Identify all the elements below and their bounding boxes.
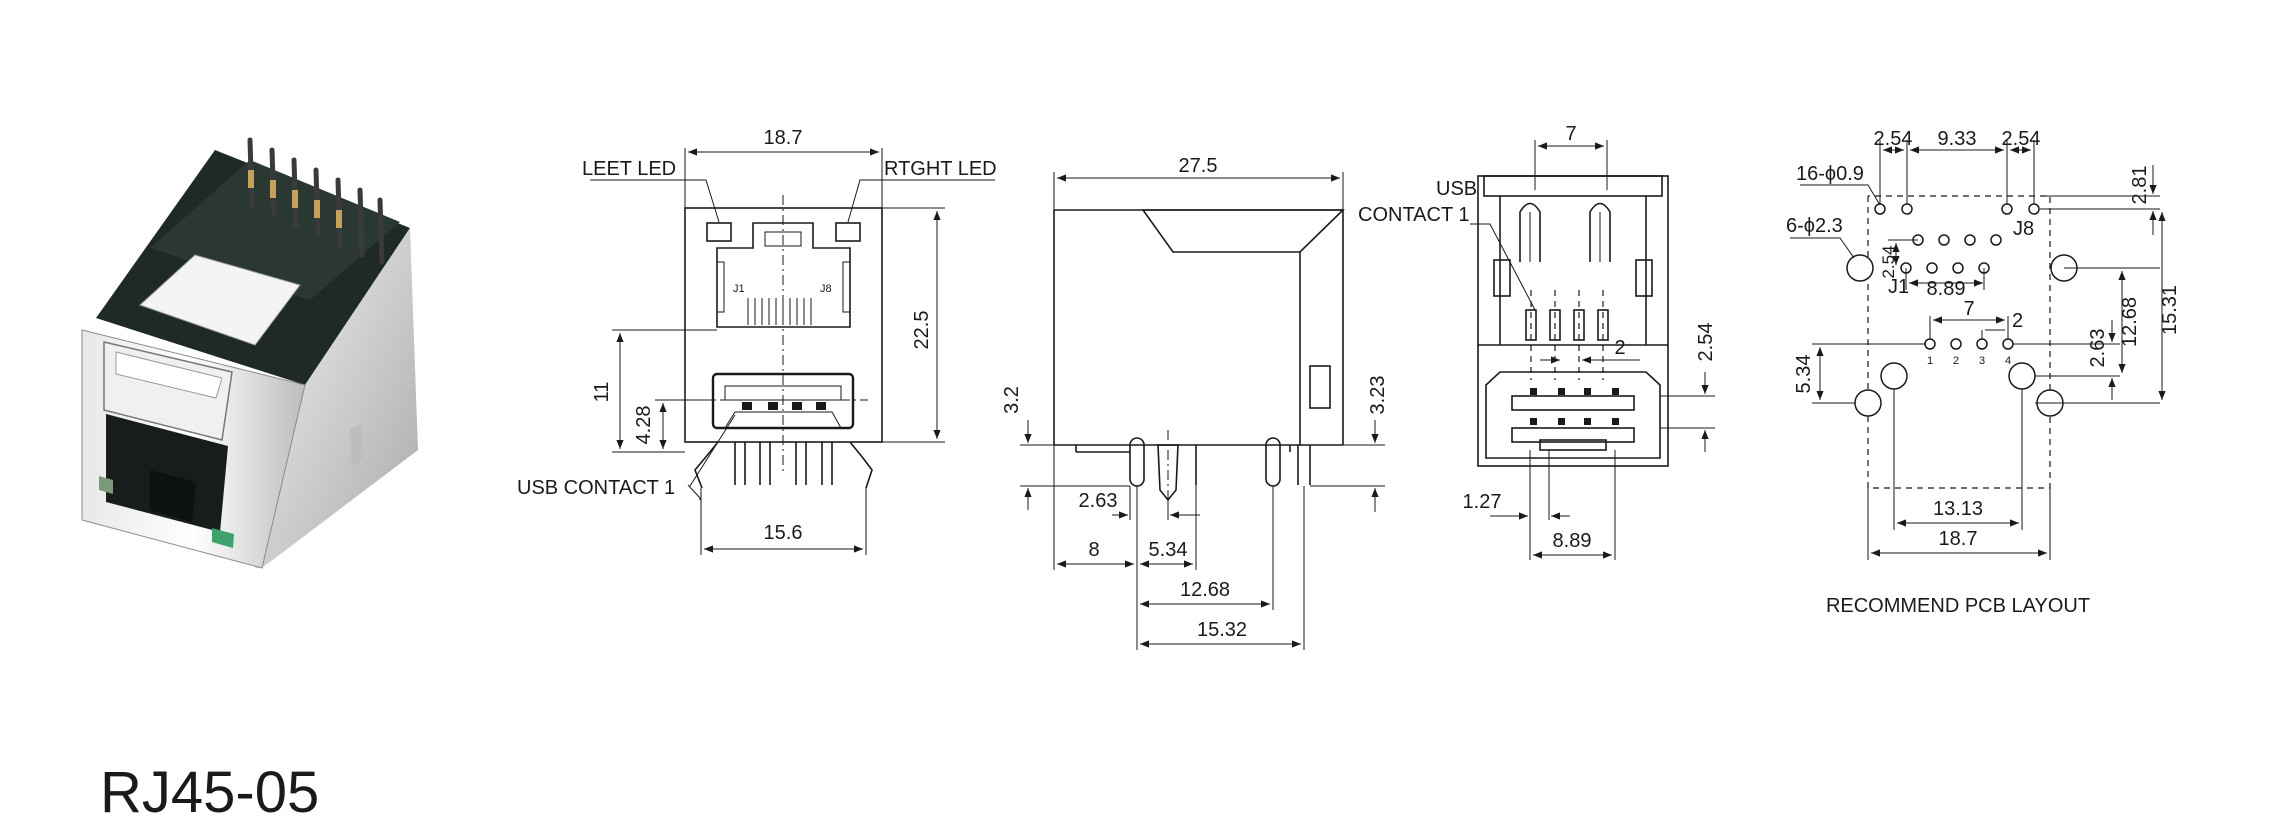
pcb-dim-usb-2: 2	[2012, 310, 2023, 332]
front-j8-label: J8	[820, 283, 832, 295]
side-dim-left-pin: 3.2	[1001, 386, 1023, 414]
side-dim-1532: 15.32	[1197, 619, 1247, 641]
front-dim-height: 22.5	[911, 311, 933, 350]
pcb-dim-187: 18.7	[1939, 528, 1978, 550]
front-dim-usb: 4.28	[633, 406, 655, 445]
side-dim-length: 27.5	[1179, 155, 1218, 177]
front-dim-width: 18.7	[764, 127, 803, 149]
rear-dim-pitch-254: 2.54	[1695, 323, 1717, 362]
side-dim-1268: 12.68	[1180, 579, 1230, 601]
pcb-dim-1268: 12.68	[2119, 297, 2141, 347]
pcb-usb-pin-2: 2	[1953, 355, 1959, 367]
pcb-hole-small-label: 16-ϕ0.9	[1796, 163, 1864, 185]
pcb-dim-263: 2.63	[2087, 329, 2109, 368]
pcb-dim-1313: 13.13	[1933, 498, 1983, 520]
front-j1-label: J1	[733, 283, 745, 295]
side-dim-534: 5.34	[1149, 539, 1188, 561]
pcb-dim-1531: 15.31	[2159, 285, 2181, 335]
pcb-dim-534: 5.34	[1793, 355, 1815, 394]
pcb-dim-889: 8.89	[1927, 278, 1966, 300]
pcb-caption: RECOMMEND PCB LAYOUT	[1826, 595, 2090, 617]
pcb-dim-top-mid: 9.33	[1938, 128, 1977, 150]
front-usb-contact-label: USB CONTACT 1	[517, 477, 675, 499]
side-dim-right-pin: 3.23	[1367, 376, 1389, 415]
rear-dim-pitch-2: 2	[1614, 337, 1625, 359]
pcb-usb-pin-3: 3	[1979, 355, 1985, 367]
rear-usb-label-2: CONTACT 1	[1358, 204, 1470, 226]
pcb-dim-top-left: 2.54	[1874, 128, 1913, 150]
rear-view: 7 USB CONTACT 1 2	[1358, 123, 1717, 560]
part-number-title: RJ45-05	[100, 760, 319, 816]
pcb-layout: 2.54 9.33 2.54 16-ϕ0.9 6-ϕ2.3 J1 J8	[1786, 128, 2181, 617]
front-view: 18.7 LEET LED RTGHT LED J1 J8	[517, 127, 997, 555]
rear-dim-127: 1.27	[1463, 491, 1502, 513]
pcb-hole-large-label: 6-ϕ2.3	[1786, 215, 1843, 237]
right-led-label: RTGHT LED	[884, 158, 997, 180]
left-led-label: LEET LED	[582, 158, 676, 180]
side-view: 27.5 3.2 3.23 2.63	[1001, 155, 1389, 650]
front-dim-bottom: 15.6	[764, 522, 803, 544]
rear-dim-889: 8.89	[1553, 530, 1592, 552]
product-photo	[81, 137, 418, 569]
rear-usb-label-1: USB	[1436, 178, 1477, 200]
pcb-j1-label: J1	[1888, 276, 1909, 298]
side-dim-263: 2.63	[1079, 490, 1118, 512]
pcb-dim-top-right: 2.54	[2002, 128, 2041, 150]
pcb-j8-label: J8	[2013, 218, 2034, 240]
pcb-dim-usb-7: 7	[1963, 298, 1974, 320]
pcb-dim-281: 2.81	[2129, 166, 2151, 205]
pcb-dim-vert-254: 2.54	[1879, 245, 1898, 278]
front-dim-rj: 11	[591, 382, 613, 403]
pcb-usb-pin-1: 1	[1927, 355, 1933, 367]
side-dim-8: 8	[1088, 539, 1099, 561]
pcb-usb-pin-4: 4	[2005, 355, 2011, 367]
rear-dim-top: 7	[1565, 123, 1576, 145]
